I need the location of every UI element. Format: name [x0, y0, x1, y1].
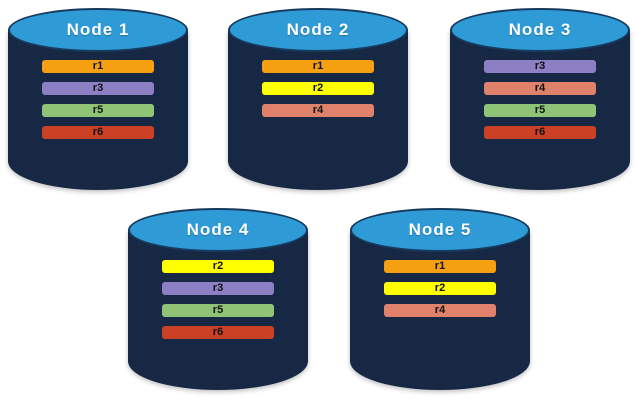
replica-list: r1 r3 r5 r6: [42, 60, 154, 139]
replica-bar[interactable]: r6: [162, 326, 274, 339]
cylinder-top-icon: [8, 8, 188, 52]
replica-list: r3 r4 r5 r6: [484, 60, 596, 139]
replica-list: r1 r2 r4: [262, 60, 374, 117]
replica-bar[interactable]: r2: [162, 260, 274, 273]
replica-list: r2 r3 r5 r6: [162, 260, 274, 339]
replica-bar[interactable]: r1: [384, 260, 496, 273]
replica-bar[interactable]: r6: [484, 126, 596, 139]
replica-bar[interactable]: r2: [262, 82, 374, 95]
replica-bar[interactable]: r4: [384, 304, 496, 317]
replica-bar[interactable]: r1: [262, 60, 374, 73]
replica-bar[interactable]: r4: [262, 104, 374, 117]
replica-bar[interactable]: r6: [42, 126, 154, 139]
replica-bar[interactable]: r2: [384, 282, 496, 295]
replica-bar[interactable]: r1: [42, 60, 154, 73]
replica-bar[interactable]: r4: [484, 82, 596, 95]
cylinder-top-icon: [450, 8, 630, 52]
replica-bar[interactable]: r5: [42, 104, 154, 117]
cylinder-top-icon: [128, 208, 308, 252]
replica-bar[interactable]: r5: [162, 304, 274, 317]
cylinder-top-icon: [228, 8, 408, 52]
replica-list: r1 r2 r4: [384, 260, 496, 317]
replica-bar[interactable]: r3: [484, 60, 596, 73]
replica-bar[interactable]: r3: [42, 82, 154, 95]
replica-bar[interactable]: r3: [162, 282, 274, 295]
replica-bar[interactable]: r5: [484, 104, 596, 117]
cylinder-top-icon: [350, 208, 530, 252]
